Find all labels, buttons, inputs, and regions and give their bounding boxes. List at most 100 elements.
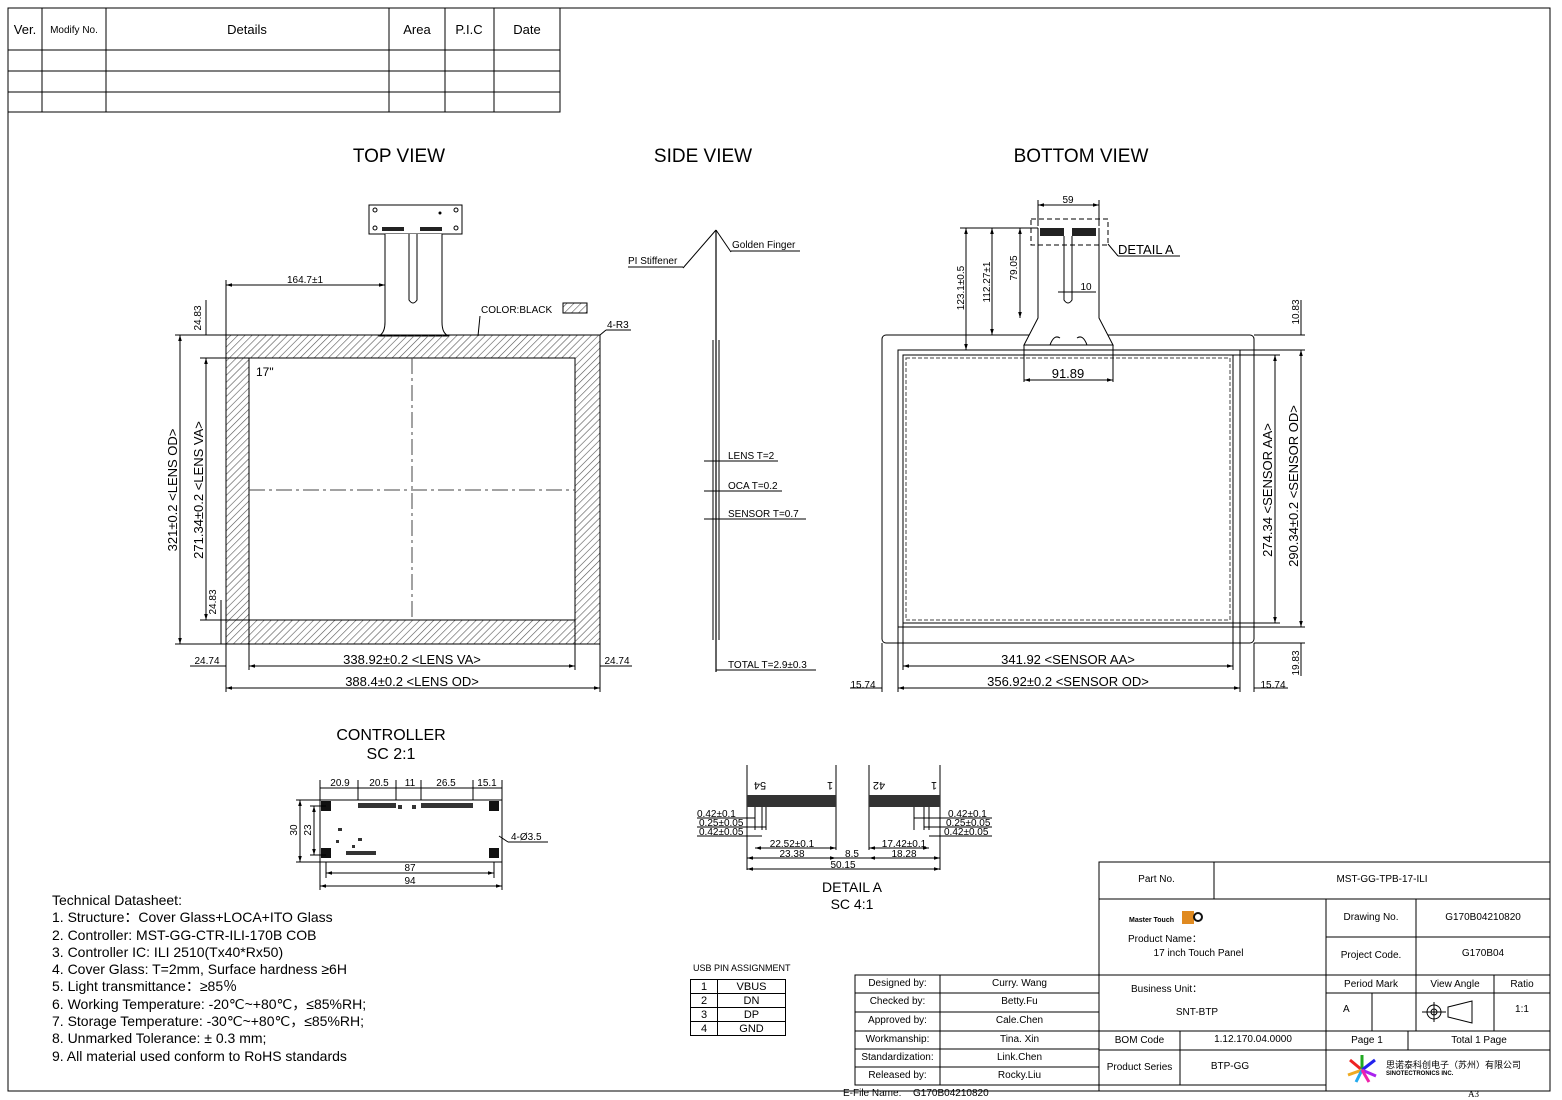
- rev-header-modify: Modify No.: [50, 25, 98, 36]
- dim-23-38: 23.38: [779, 849, 804, 860]
- size-label: 17": [256, 365, 274, 379]
- datasheet-item: 2. Controller: MST-GG-CTR-ILI-170B COB: [52, 926, 317, 943]
- dim-lens-va-w: 338.92±0.2 <LENS VA>: [343, 652, 481, 667]
- datasheet-item: 5. Light transmittance：≥85％: [52, 978, 238, 995]
- controller-scale: SC 2:1: [367, 746, 416, 763]
- rev-header-details: Details: [227, 22, 267, 37]
- dim-22-52: 22.52±0.1: [770, 839, 815, 850]
- pin-1-left: 1: [827, 779, 833, 791]
- ctrl-dim-3: 26.5: [436, 778, 456, 789]
- dim-sensor-od-w: 356.92±0.2 <SENSOR OD>: [987, 674, 1149, 689]
- datasheet-title: Technical Datasheet:: [52, 892, 182, 908]
- efile-value: G170B04210820: [913, 1088, 989, 1099]
- dim-79: 79.05: [1009, 255, 1020, 280]
- dim-lens-od-h: 321±0.2 <LENS OD>: [165, 429, 180, 552]
- project-code-label: Project Code.: [1340, 950, 1402, 961]
- sensor-thickness: SENSOR T=0.7: [728, 509, 799, 520]
- color-note: COLOR:BLACK: [481, 305, 552, 316]
- dim-17-42: 17.42±0.1: [882, 839, 927, 850]
- checked-by-value: Betty.Fu: [1001, 996, 1038, 1007]
- master-touch-logo: Master Touch: [1129, 911, 1204, 924]
- designed-by-label: Designed by:: [868, 978, 927, 989]
- released-by-value: Rocky.Liu: [997, 1070, 1042, 1081]
- dim-bottom-right: 15.74: [1260, 680, 1285, 691]
- datasheet-item: 6. Working Temperature: -20℃~+80℃，≤85%RH…: [52, 995, 367, 1012]
- pin-54: 54: [754, 779, 766, 791]
- datasheet-item: 3. Controller IC: ILI 2510(Tx40*Rx50): [52, 943, 284, 960]
- dim-lens-od-w: 388.4±0.2 <LENS OD>: [345, 674, 479, 689]
- bottom-view: DETAIL A 59 10 123.1±0.5 112.27±1 79.05 …: [850, 195, 1305, 692]
- ctrl-dim-4: 15.1: [477, 778, 497, 789]
- view-angle-label: View Angle: [1430, 979, 1480, 990]
- datasheet-item: 7. Storage Temperature: -30℃~+80℃，≤85%RH…: [52, 1013, 365, 1030]
- detail-a-view: 54 1 42 1 0.42±0.1 0.25±0.05 0.42±0.05 0…: [697, 765, 992, 912]
- title-block: [854, 861, 1551, 1092]
- dim-59: 59: [1062, 195, 1074, 206]
- bottom-view-title: BOTTOM VIEW: [1014, 146, 1149, 167]
- company-cn: 思诺泰科创电子（苏州）有限公司: [1386, 1061, 1522, 1071]
- ctrl-dim-0: 20.9: [330, 778, 350, 789]
- drawing-no-value: G170B04210820: [1445, 912, 1521, 923]
- pin-1-right: 1: [931, 779, 937, 791]
- dim-sensor-aa-h: 274.34 <SENSOR AA>: [1260, 423, 1275, 557]
- right-tol-0: 0.42±0.1: [948, 809, 987, 820]
- product-name-label: Product Name：: [1128, 934, 1202, 945]
- right-tol-2: 0.42±0.05: [944, 827, 989, 838]
- controller-title: CONTROLLER: [336, 727, 445, 744]
- period-mark-label: Period Mark: [1344, 979, 1398, 990]
- datasheet-item: 4. Cover Glass: T=2mm, Surface hardness …: [52, 961, 347, 978]
- detail-a-callout: DETAIL A: [1118, 242, 1174, 257]
- dim-18-28: 18.28: [891, 849, 916, 860]
- ctrl-dim-2: 11: [405, 778, 416, 789]
- top-view-title: TOP VIEW: [353, 146, 445, 167]
- part-no-value: MST-GG-TPB-17-ILI: [1336, 874, 1428, 885]
- standardization-label: Standardization:: [861, 1052, 934, 1063]
- ctrl-dim-87: 87: [404, 863, 416, 874]
- ctrl-dim-30: 30: [289, 824, 300, 836]
- revision-table: [7, 7, 561, 113]
- bom-code-value: 1.12.170.04.0000: [1214, 1034, 1292, 1045]
- left-tol-1: 0.25±0.05: [699, 818, 744, 829]
- sinotec-logo-icon: [1347, 1055, 1377, 1083]
- corner-radius-note: 4-R3: [607, 320, 629, 331]
- datasheet-item: 1. Structure：Cover Glass+LOCA+ITO Glass: [52, 909, 333, 926]
- designed-by-value: Curry. Wang: [991, 978, 1047, 989]
- golden-finger-label: Golden Finger: [732, 240, 796, 251]
- product-series-label: Product Series: [1106, 1062, 1173, 1073]
- dim-112: 112.27±1: [982, 261, 993, 302]
- business-unit-value: SNT-BTP: [1175, 1007, 1219, 1018]
- dim-sensor-od-h: 290.34±0.2 <SENSOR OD>: [1286, 405, 1301, 567]
- dim-19-83: 19.83: [1291, 650, 1302, 675]
- top-view: 17" COLOR:BLACK 4-R3 164.7±1 321±0.2 <LE…: [165, 204, 632, 692]
- side-view-title: SIDE VIEW: [654, 146, 752, 167]
- dim-10-83: 10.83: [1291, 299, 1302, 324]
- controller-view: CONTROLLER SC 2:1 20.9 20.5 11 26.5 15.1: [289, 727, 548, 890]
- approved-by-label: Approved by:: [868, 1015, 927, 1026]
- project-code-value: G170B04: [1461, 948, 1505, 959]
- sheet-border: [7, 7, 1551, 1092]
- dim-91: 91.89: [1052, 366, 1085, 381]
- dim-bottom-border: 24.83: [208, 589, 219, 614]
- dim-top-border: 24.83: [193, 305, 204, 330]
- ratio-value: 1:1: [1515, 1004, 1529, 1015]
- released-by-label: Released by:: [868, 1070, 927, 1081]
- business-unit-label: Business Unit：: [1131, 984, 1203, 995]
- rev-header-pic: P.I.C: [455, 22, 482, 37]
- datasheet-item: 9. All material used conform to RoHS sta…: [52, 1047, 347, 1064]
- detail-title: DETAIL A: [822, 879, 883, 895]
- svg-text:Master Touch: Master Touch: [1129, 917, 1174, 924]
- right-tol-1: 0.25±0.05: [946, 818, 991, 829]
- approved-by-value: Cale.Chen: [995, 1015, 1044, 1026]
- rev-header-ver: Ver.: [14, 22, 36, 37]
- standardization-value: Link.Chen: [996, 1052, 1043, 1063]
- dim-left-border: 24.74: [194, 656, 219, 667]
- product-series-value: BTP-GG: [1210, 1061, 1250, 1072]
- side-view: PI Stiffener Golden Finger LENS T=2 OCA …: [628, 229, 816, 672]
- dim-bottom-left: 15.74: [850, 680, 875, 691]
- dim-8-5: 8.5: [845, 849, 859, 860]
